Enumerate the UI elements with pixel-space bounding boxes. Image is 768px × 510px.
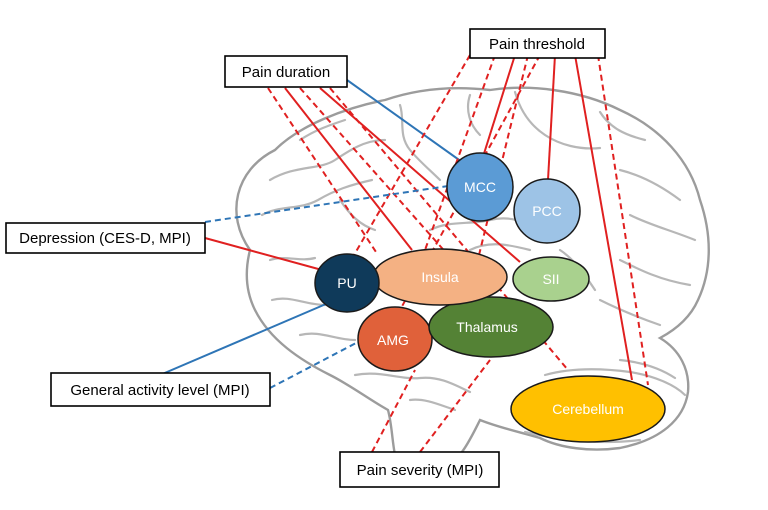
depression-to-pu-line [204,237,323,271]
pain-duration-box [224,55,348,88]
sii-label: SII [542,271,559,287]
region-amg: AMG [357,306,433,372]
amg-shape [357,306,433,372]
region-sii: SII [512,256,590,302]
region-thalamus: Thalamus [428,296,554,358]
threshold-to-cerebellum-b-line [597,54,649,386]
label-depression: Depression (CES-D, MPI) [5,222,206,254]
duration-to-cerebellum-line [329,87,569,371]
thalamus-label: Thalamus [456,319,517,335]
label-pain-duration: Pain duration [224,55,348,88]
cerebellum-shape [510,375,666,443]
label-pain-threshold: Pain threshold [469,28,606,59]
mcc-shape [446,152,514,222]
label-pain-severity: Pain severity (MPI) [339,451,500,488]
label-general-activity: General activity level (MPI) [50,372,271,407]
threshold-to-cerebellum-a-line [574,54,633,381]
pain-severity-text: Pain severity (MPI) [357,462,484,479]
depression-to-mcc-line [204,184,456,223]
region-pcc: PCC [513,178,581,244]
region-cerebellum: Cerebellum [510,375,666,443]
activity-to-pu-line [159,297,341,376]
threshold-to-pcc-line [547,54,556,181]
threshold-to-insula-line [424,54,496,251]
activity-to-amg-line [269,341,359,389]
duration-to-insula-line [267,87,379,256]
threshold-to-mcc-line [481,54,516,161]
depression-text: Depression (CES-D, MPI) [19,230,191,247]
mcc-label: MCC [464,179,496,195]
severity-to-amg-line [371,369,416,453]
cerebellum-label: Cerebellum [552,401,624,417]
duration-to-insula-solid-line [284,87,413,251]
duration-to-mcc-line [346,79,463,163]
general-activity-text: General activity level (MPI) [70,382,249,399]
insula-label: Insula [421,269,459,285]
pain-duration-text: Pain duration [242,64,330,81]
region-mcc: MCC [446,152,514,222]
pain-severity-box [339,451,500,488]
pcc-label: PCC [532,203,562,219]
general-activity-box [50,372,271,407]
sii-shape [512,256,590,302]
region-pu: PU [314,253,380,313]
pain-threshold-box [469,28,606,59]
thalamus-shape [428,296,554,358]
pu-shape [314,253,380,313]
duration-to-sii-line [319,87,521,263]
brain-regions: MCC PCC SII AMG Thalamus Insula PU Cere [314,152,666,443]
pcc-shape [513,178,581,244]
pain-threshold-text: Pain threshold [489,36,585,53]
depression-box [5,222,206,254]
pu-label: PU [337,275,356,291]
amg-label: AMG [377,332,409,348]
region-insula: Insula [372,248,508,306]
